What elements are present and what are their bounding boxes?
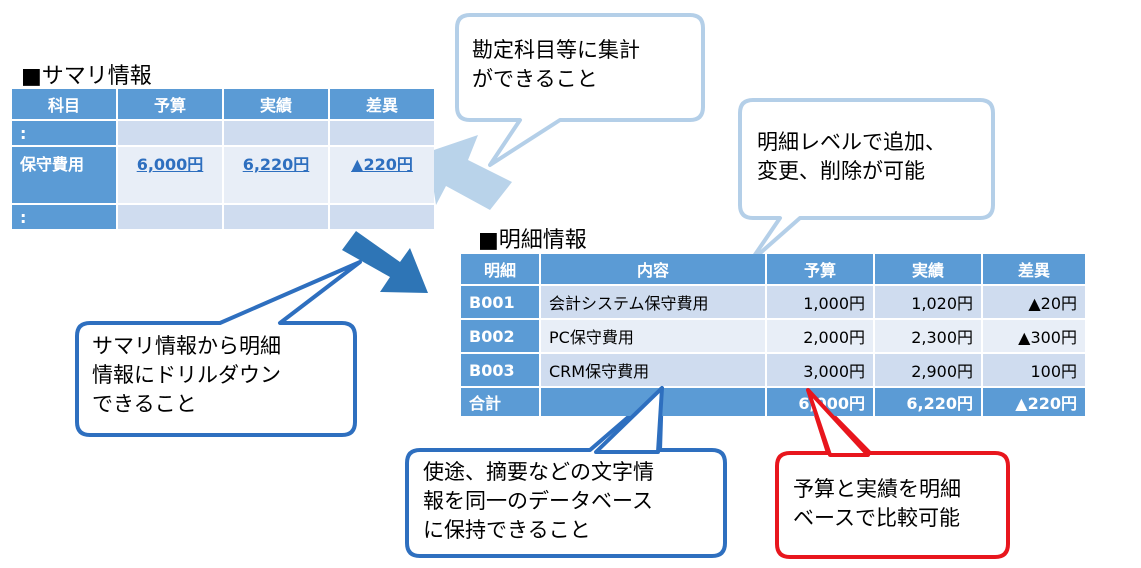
detail-total-label: 合計 — [461, 388, 539, 416]
callout-aggregate-line1: 勘定科目等に集計 — [472, 38, 640, 62]
summary-row-actual — [224, 121, 328, 145]
summary-table: 科目 予算 実績 差異 : 保守費用 6,000円 6,220円 ▲220円 : — [10, 87, 436, 231]
summary-row-subject: : — [12, 205, 116, 229]
detail-header-budget: 予算 — [767, 254, 873, 284]
detail-table: 明細 内容 予算 実績 差異 B001 会計システム保守費用 1,000円 1,… — [459, 252, 1087, 418]
callout-text-store: 使途、摘要などの文字情 報を同一のデータベース に保持できること — [423, 458, 654, 545]
dark-arrow — [342, 231, 428, 293]
summary-title: ■サマリ情報 — [21, 64, 152, 89]
summary-row-budget — [118, 121, 222, 145]
compare-pointer — [806, 388, 870, 457]
detail-row-id: B001 — [461, 286, 539, 318]
summary-row-diff — [330, 205, 434, 229]
callout-compare-line2: ベースで比較可能 — [793, 506, 960, 530]
callout-edit-line2: 変更、削除が可能 — [757, 159, 925, 183]
callout-drilldown-line3: できること — [92, 392, 197, 416]
detail-row-content: CRM保守費用 — [541, 354, 765, 386]
callout-drilldown-bubble — [75, 260, 362, 437]
light-arrow — [428, 135, 512, 210]
callout-drilldown-line1: サマリ情報から明細 — [92, 334, 281, 358]
detail-row-actual: 2,900円 — [875, 354, 981, 386]
detail-header-content: 内容 — [541, 254, 765, 284]
summary-row-budget — [118, 205, 222, 229]
detail-row-diff: 100円 — [983, 354, 1085, 386]
summary-row-actual — [224, 205, 328, 229]
callout-edit-bubble — [738, 98, 995, 264]
detail-row-budget: 2,000円 — [767, 320, 873, 352]
callout-aggregate-bubble — [455, 13, 705, 167]
detail-title: ■明細情報 — [478, 228, 587, 253]
detail-header-diff: 差異 — [983, 254, 1085, 284]
summary-header-budget: 予算 — [118, 89, 222, 119]
callout-aggregate: 勘定科目等に集計 ができること — [472, 36, 640, 94]
summary-header-diff: 差異 — [330, 89, 434, 119]
detail-row-content: PC保守費用 — [541, 320, 765, 352]
summary-budget-link[interactable]: 6,000円 — [118, 147, 222, 203]
detail-header-actual: 実績 — [875, 254, 981, 284]
summary-diff-link[interactable]: ▲220円 — [330, 147, 434, 203]
detail-row-id: B002 — [461, 320, 539, 352]
detail-total-diff: ▲220円 — [983, 388, 1085, 416]
callout-drilldown-line2: 情報にドリルダウン — [92, 363, 281, 387]
summary-row-subject: : — [12, 121, 116, 145]
detail-total-actual: 6,220円 — [875, 388, 981, 416]
summary-row-subject: 保守費用 — [12, 147, 116, 203]
callout-edit-line1: 明細レベルで追加、 — [757, 130, 946, 154]
detail-row-actual: 1,020円 — [875, 286, 981, 318]
callout-compare-line1: 予算と実績を明細 — [793, 477, 961, 501]
summary-header-subject: 科目 — [12, 89, 116, 119]
detail-row-content: 会計システム保守費用 — [541, 286, 765, 318]
detail-row-diff: ▲20円 — [983, 286, 1085, 318]
callout-text-store-line2: 報を同一のデータベース — [423, 489, 653, 513]
text-store-pointer — [594, 386, 664, 454]
callout-aggregate-line2: ができること — [472, 67, 598, 91]
callout-edit: 明細レベルで追加、 変更、削除が可能 — [757, 128, 946, 186]
callout-compare: 予算と実績を明細 ベースで比較可能 — [793, 475, 961, 533]
callout-text-store-line3: に保持できること — [423, 518, 591, 542]
summary-header-actual: 実績 — [224, 89, 328, 119]
detail-row-id: B003 — [461, 354, 539, 386]
summary-actual-link[interactable]: 6,220円 — [224, 147, 328, 203]
detail-row-budget: 1,000円 — [767, 286, 873, 318]
summary-row-diff — [330, 121, 434, 145]
detail-row-budget: 3,000円 — [767, 354, 873, 386]
detail-row-actual: 2,300円 — [875, 320, 981, 352]
callout-drilldown: サマリ情報から明細 情報にドリルダウン できること — [92, 332, 281, 419]
detail-row-diff: ▲300円 — [983, 320, 1085, 352]
callout-text-store-line1: 使途、摘要などの文字情 — [423, 460, 654, 484]
detail-header-id: 明細 — [461, 254, 539, 284]
